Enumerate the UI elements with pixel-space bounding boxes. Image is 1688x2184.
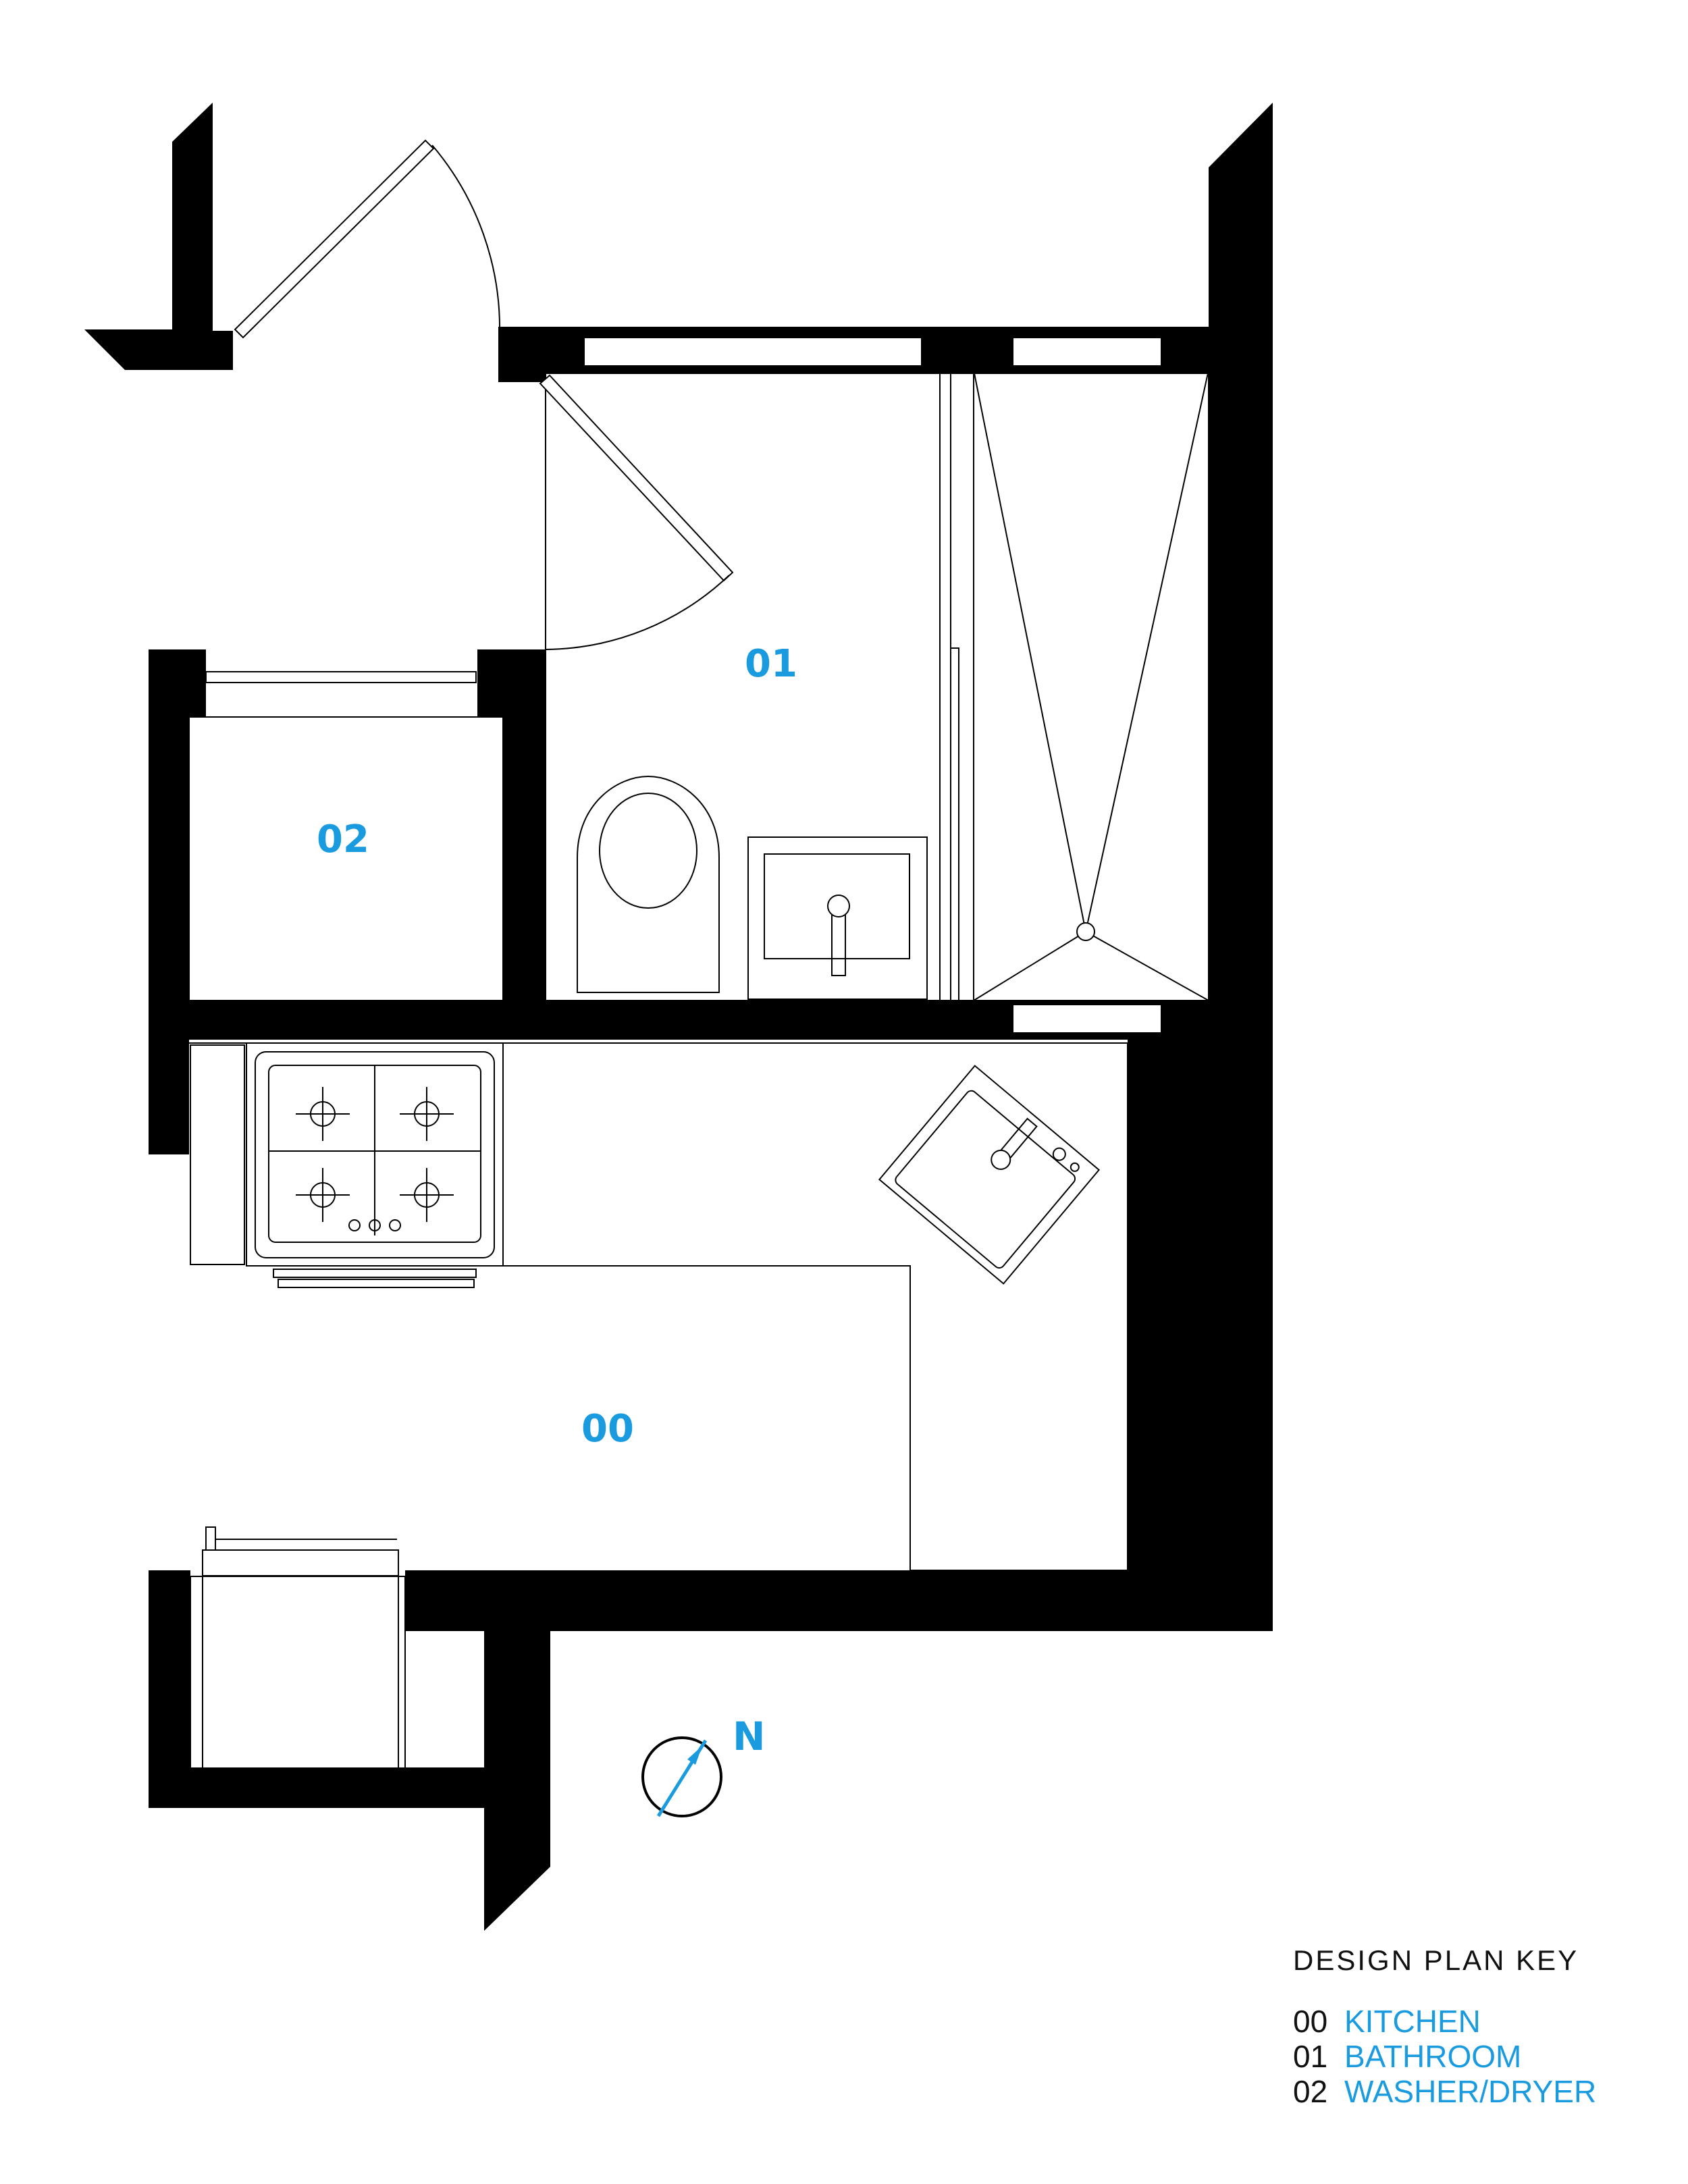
bathroom-floor-outline [545, 369, 1209, 1001]
design-plan-key: DESIGN PLAN KEY 00 KITCHEN 01 BATHROOM 02 W… [1293, 1944, 1596, 2109]
window-bathroom-left [583, 337, 922, 367]
compass-icon [641, 1736, 722, 1817]
key-item-name: BATHROOM [1344, 2039, 1522, 2074]
key-item-number: 00 [1293, 2004, 1328, 2039]
laundry-right-jamb [477, 649, 545, 717]
shower-glass-panel [950, 647, 959, 1001]
closet-top-ledge [405, 1570, 486, 1631]
bathroom-door-leaf [539, 374, 734, 582]
room-label-kitchen: 00 [581, 1407, 634, 1451]
washer-dryer-icon [190, 1526, 406, 1769]
left-cabinet [190, 1044, 245, 1265]
key-item-name: KITCHEN [1344, 2004, 1481, 2039]
stove-icon [246, 1042, 504, 1288]
closet-bottom-wall [149, 1767, 550, 1808]
entry-door-swing [431, 144, 501, 335]
room-label-bathroom: 01 [745, 642, 797, 686]
entry-wall [84, 103, 233, 370]
laundry [188, 671, 504, 1001]
key-item: 00 KITCHEN [1293, 2004, 1596, 2039]
bathroom-door-jamb [498, 327, 546, 382]
bathroom-door-swing [545, 575, 730, 650]
key-item: 02 WASHER/DRYER [1293, 2074, 1596, 2109]
window-lower [1012, 1004, 1162, 1034]
kitchen-sink-icon [878, 1065, 1101, 1285]
closet-right-wall [484, 1631, 550, 1931]
north-label: N [733, 1713, 766, 1759]
room-label-washer-dryer: 02 [317, 818, 369, 861]
key-item: 01 BATHROOM [1293, 2039, 1596, 2074]
kitchen [189, 1042, 1128, 1571]
toilet-icon [577, 775, 720, 993]
laundry-left-wall [149, 649, 189, 1154]
entry-door-leaf [234, 139, 435, 339]
shower-drain-icon [973, 369, 1209, 1001]
windows [583, 337, 1162, 1034]
key-title: DESIGN PLAN KEY [1293, 1944, 1579, 1976]
key-item-number: 01 [1293, 2039, 1328, 2074]
bathroom-sink-icon [747, 836, 928, 1000]
laundry-door-opening [205, 671, 477, 683]
entry-door [234, 139, 501, 339]
kitchen-bottom-wall [405, 1570, 1273, 1631]
kitchen-counter [189, 1042, 1128, 1571]
key-item-number: 02 [1293, 2074, 1328, 2109]
key-item-name: WASHER/DRYER [1344, 2074, 1597, 2109]
laundry-floor-outline [188, 716, 504, 1001]
bathroom [539, 369, 1209, 1001]
kitchen-right-wall [1128, 1040, 1273, 1631]
window-bathroom-right [1012, 337, 1162, 367]
laundry-left-jamb [149, 649, 206, 717]
